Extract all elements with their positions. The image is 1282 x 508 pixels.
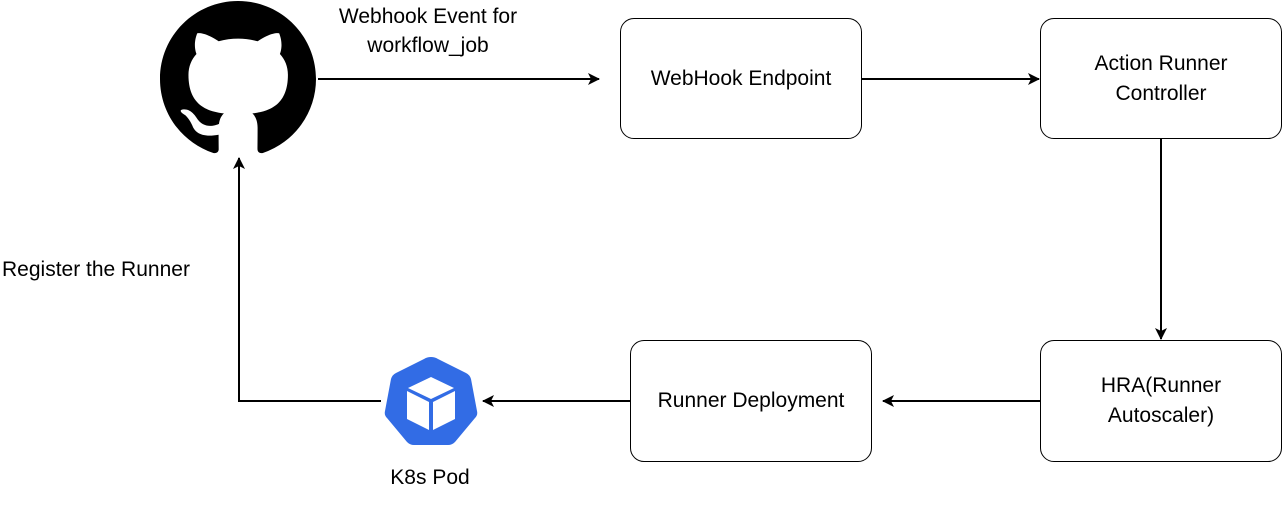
kubernetes-pod-icon [384, 357, 478, 445]
runner-deployment-label: Runner Deployment [657, 389, 845, 412]
action-runner-controller-node: Action Runner Controller [1040, 18, 1282, 139]
github-icon [160, 1, 316, 157]
edge-label-webhook-event-line2: workflow_job [367, 34, 489, 57]
edge-label-register-runner: Register the Runner [2, 258, 190, 281]
github-node [160, 1, 316, 157]
runner-deployment-node: Runner Deployment [630, 340, 872, 462]
action-runner-controller-label-line1: Action Runner [1094, 51, 1228, 75]
edge-pod-to-github [233, 157, 381, 402]
edge-label-webhook-event: Webhook Event for workflow_job [308, 2, 548, 60]
k8s-pod-label: K8s Pod [390, 466, 470, 489]
edge-label-webhook-event-line1: Webhook Event for [338, 5, 518, 28]
webhook-endpoint-node: WebHook Endpoint [620, 18, 862, 139]
hra-node: HRA(Runner Autoscaler) [1040, 340, 1282, 462]
hra-label-line2: Autoscaler) [1107, 404, 1215, 427]
hra-label-line1: HRA(Runner [1100, 374, 1222, 397]
webhook-endpoint-label: WebHook Endpoint [650, 66, 832, 90]
action-runner-controller-label-line2: Controller [1115, 81, 1207, 105]
k8s-pod-node [383, 354, 479, 447]
